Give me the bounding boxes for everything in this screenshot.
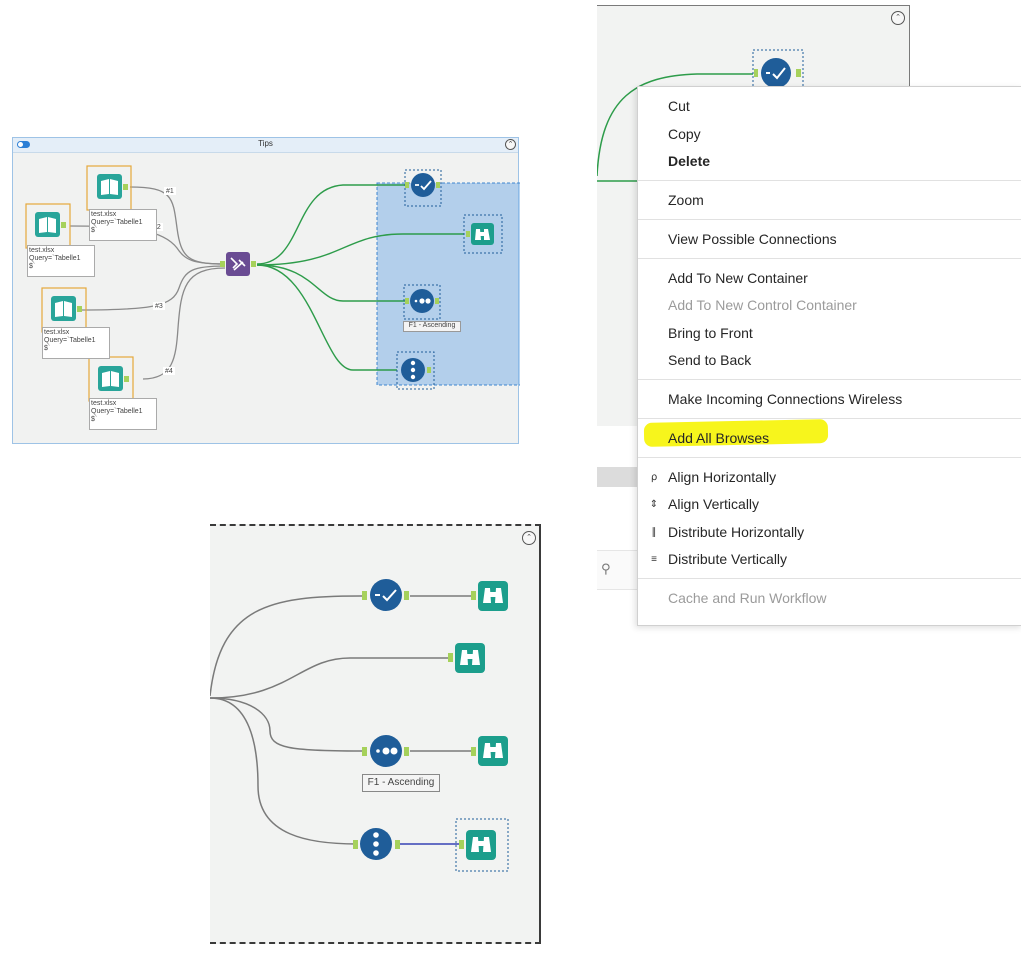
connection-line-browse (256, 233, 464, 266)
partial-canvas (597, 49, 804, 182)
container-title: Tips (258, 139, 273, 148)
workflow-canvas (210, 579, 509, 872)
context-menu: Cut Copy Delete Zoom View Possible Conne… (637, 86, 1021, 626)
filter-tool (404, 169, 442, 207)
menu-separator (638, 258, 1021, 259)
container-titlebar[interactable]: Tips ⌃ (13, 138, 518, 153)
sort-tool (362, 735, 409, 767)
annotation-query: Query=`Tabelle1 (91, 219, 143, 226)
input-annotation: test.xlsx Query=`Tabelle1 $` (89, 209, 157, 241)
annotation-suffix: $` (91, 416, 98, 423)
annotation-query: Query=`Tabelle1 (29, 255, 81, 262)
distribute-vertical-icon: ≡ (651, 554, 657, 565)
input-tool-2 (25, 203, 71, 249)
sort-annotation: F1 - Ascending (362, 774, 440, 792)
connection-line-filter (597, 73, 753, 177)
menu-separator (638, 180, 1021, 181)
input-tool-4 (88, 356, 134, 402)
menu-separator (638, 219, 1021, 220)
menu-item-zoom[interactable]: Zoom (668, 192, 704, 208)
menu-separator (638, 379, 1021, 380)
connection-line-sort (210, 697, 362, 752)
input-annotation: test.xlsx Query=`Tabelle1 $` (89, 398, 157, 430)
search-icon: ⚲ (601, 561, 611, 576)
filter-tool (752, 49, 804, 91)
collapse-button[interactable]: ⌃ (522, 531, 536, 545)
connection-label: #1 (166, 188, 174, 195)
menu-item-distribute-vertically[interactable]: Distribute Vertically (668, 551, 788, 567)
connection-line-sort (256, 264, 405, 302)
filter-tool (362, 579, 409, 611)
sort-annotation: F1 - Ascending (403, 321, 461, 332)
menu-separator (638, 578, 1021, 579)
menu-item-delete[interactable]: Delete (668, 153, 711, 169)
connection-line-record (256, 264, 397, 371)
connection-line-3 (81, 265, 226, 311)
input-tool-1 (86, 165, 132, 211)
selection-rectangle (376, 182, 520, 386)
menu-item-add-to-new-control-container: Add To New Control Container (668, 297, 857, 313)
background-search-area: ⚲ (597, 550, 638, 590)
collapse-button[interactable]: ⌃ (505, 139, 516, 150)
menu-item-align-horizontally[interactable]: Align Horizontally (668, 469, 777, 485)
context-menu-screenshot: ⌃ ⚲ Cut Copy Delete Zoom View Possible C… (597, 5, 1021, 649)
input-tool-3 (41, 287, 87, 333)
input-annotation: test.xlsx Query=`Tabelle1 $` (42, 327, 110, 359)
menu-item-view-possible-connections[interactable]: View Possible Connections (668, 231, 837, 247)
background-toolbar-strip (597, 467, 638, 487)
menu-item-distribute-horizontally[interactable]: Distribute Horizontally (668, 524, 805, 540)
menu-item-send-to-back[interactable]: Send to Back (668, 352, 752, 368)
connection-label-box (164, 187, 176, 195)
annotation-query: Query=`Tabelle1 (91, 408, 143, 415)
annotation-suffix: $` (91, 227, 98, 234)
menu-item-make-incoming-connections-wireless[interactable]: Make Incoming Connections Wireless (668, 391, 903, 407)
align-horizontal-icon: ⍴ (650, 472, 658, 483)
connection-label: #3 (155, 303, 163, 310)
workflow-container-tips[interactable]: Tips ⌃ (12, 137, 520, 444)
connection-label-box (163, 367, 175, 375)
menu-item-bring-to-front[interactable]: Bring to Front (668, 325, 753, 341)
annotation-suffix: $` (44, 345, 51, 352)
menu-separator (638, 457, 1021, 458)
annotation-file: test.xlsx (29, 247, 55, 254)
record-id-tool (396, 351, 435, 390)
container-toggle[interactable] (17, 141, 30, 148)
browse-tool-2 (448, 643, 485, 673)
align-vertical-icon: ⇕ (649, 499, 659, 510)
menu-item-add-all-browses[interactable]: Add All Browses (668, 430, 770, 446)
annotation-suffix: $` (29, 263, 36, 270)
browse-tool (463, 214, 503, 254)
browse-tool-3 (471, 736, 508, 766)
menu-item-align-vertically[interactable]: Align Vertically (668, 496, 760, 512)
input-annotation: test.xlsx Query=`Tabelle1 $` (27, 245, 95, 277)
union-tool (220, 252, 256, 276)
annotation-file: test.xlsx (44, 329, 70, 336)
collapse-button[interactable]: ⌃ (891, 11, 905, 25)
menu-item-cache-and-run-workflow: Cache and Run Workflow (668, 590, 827, 606)
browse-tool-4 (455, 818, 509, 872)
connection-line-4 (142, 267, 226, 380)
annotation-query: Query=`Tabelle1 (44, 337, 96, 344)
annotation-file: test.xlsx (91, 400, 117, 407)
menu-item-copy[interactable]: Copy (668, 126, 701, 142)
menu-item-add-to-new-container[interactable]: Add To New Container (668, 270, 808, 286)
connection-line-record (210, 697, 358, 845)
connection-label: #4 (165, 368, 173, 375)
connection-line-filter (256, 184, 405, 265)
annotation-file: test.xlsx (91, 211, 117, 218)
workflow-result-container: ⌃ (210, 524, 541, 944)
browse-tool-1 (471, 581, 508, 611)
connection-label-box (151, 223, 163, 231)
menu-separator (638, 418, 1021, 419)
connection-line-browse (210, 657, 450, 699)
connection-label-box (153, 302, 165, 310)
menu-item-cut[interactable]: Cut (668, 98, 690, 114)
sort-tool (403, 284, 441, 320)
distribute-horizontal-icon: ∥ (651, 527, 657, 538)
record-id-tool (353, 828, 400, 860)
connection-line-filter (210, 595, 365, 697)
